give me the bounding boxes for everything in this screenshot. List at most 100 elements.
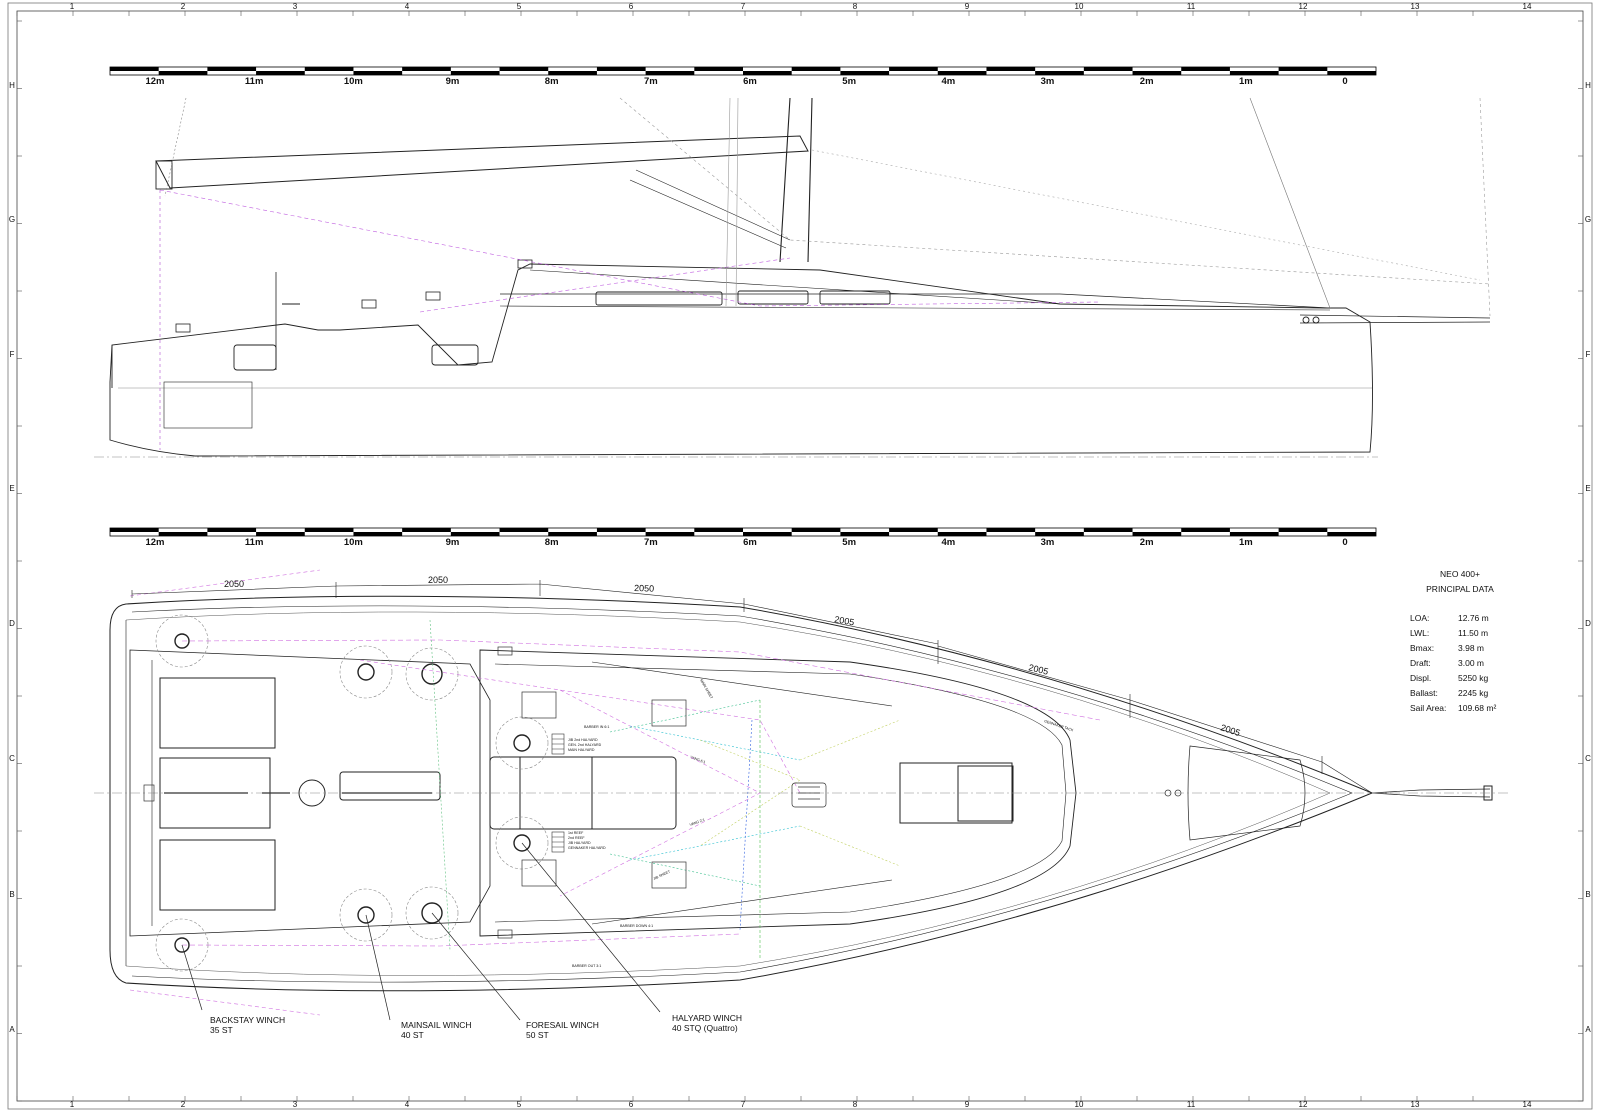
mast bbox=[779, 97, 813, 263]
mainsail-winch-lower bbox=[339, 888, 393, 942]
scale-bar-segment bbox=[986, 528, 1036, 532]
frame-column-label: 7 bbox=[741, 2, 746, 11]
frame-row-label: F bbox=[1586, 350, 1591, 359]
principal-data-table: NEO 400+ PRINCIPAL DATA LOA:12.76 mLWL:1… bbox=[1410, 569, 1496, 713]
scale-label: 8m bbox=[545, 537, 559, 548]
frame-row-label: E bbox=[1585, 484, 1590, 493]
scale-label: 8m bbox=[545, 76, 559, 87]
scale-bar-segment bbox=[743, 532, 792, 536]
dimension-value: 2050 bbox=[634, 583, 654, 594]
scale-bar-segment bbox=[596, 528, 646, 532]
frame-column-label: 5 bbox=[517, 1100, 522, 1109]
scale-label: 7m bbox=[644, 537, 658, 548]
scale-label: 5m bbox=[842, 537, 856, 548]
scale-bar-segment bbox=[499, 67, 549, 71]
scale-bar-segment bbox=[110, 528, 159, 532]
deck-label: GENNAKER TACK bbox=[1044, 719, 1075, 732]
callout-mainsail-winch: MAINSAIL WINCH bbox=[401, 1020, 472, 1030]
scale-bar-segment bbox=[645, 71, 695, 75]
scale-bar-segment bbox=[937, 71, 987, 75]
scale-label: 1m bbox=[1239, 76, 1253, 87]
scale-bar-segment bbox=[402, 528, 451, 532]
scale-bar-segment bbox=[1132, 532, 1182, 536]
frame-column-label: 13 bbox=[1411, 1100, 1420, 1109]
cabin-window bbox=[819, 290, 891, 305]
scale-bar-segment bbox=[1083, 67, 1133, 71]
principal-data-title: NEO 400+ bbox=[1440, 569, 1480, 579]
deck-label: JIB SHEET bbox=[653, 869, 672, 881]
principal-data-value: 109.68 m² bbox=[1458, 703, 1496, 713]
scale-label: 5m bbox=[842, 76, 856, 87]
scale-bar-segment bbox=[1035, 71, 1084, 75]
callout-backstay-winch: BACKSTAY WINCH bbox=[210, 1015, 285, 1025]
frame-row-label: H bbox=[9, 81, 15, 90]
cabin-window bbox=[737, 290, 809, 305]
scale-bar-segment bbox=[645, 532, 695, 536]
frame-column-label: 14 bbox=[1523, 1100, 1532, 1109]
frame-column-label: 9 bbox=[965, 1100, 970, 1109]
scale-bar-segment bbox=[791, 67, 841, 71]
frame-row-label: D bbox=[1585, 619, 1591, 628]
scale-bar-segment bbox=[986, 67, 1036, 71]
frame-column-label: 3 bbox=[293, 1100, 298, 1109]
scale-bar-segment bbox=[1278, 528, 1328, 532]
principal-data-value: 11.50 m bbox=[1458, 628, 1488, 638]
frame-column-label: 3 bbox=[293, 2, 298, 11]
frame-row-label: G bbox=[1585, 215, 1591, 224]
scale-label: 11m bbox=[245, 76, 264, 87]
clutch-label: JIB 2nd HALYARD bbox=[568, 738, 598, 742]
frame-column-label: 7 bbox=[741, 1100, 746, 1109]
frame-column-label: 10 bbox=[1075, 2, 1084, 11]
scale-bar-segment bbox=[1229, 532, 1279, 536]
scale-label: 12m bbox=[145, 537, 164, 548]
scale-bar-segment bbox=[450, 532, 500, 536]
deck-label: BARBER OUT 3:1 bbox=[572, 964, 601, 968]
scale-bar-segment bbox=[937, 532, 987, 536]
dimension-value: 2050 bbox=[428, 575, 448, 585]
scale-bar-segment bbox=[791, 528, 841, 532]
frame-column-label: 6 bbox=[629, 1100, 634, 1109]
foresail-winch-lower bbox=[405, 886, 459, 940]
scale-bar-segment bbox=[158, 71, 208, 75]
profile-rigging bbox=[94, 97, 1491, 458]
callout-halyard-winch: HALYARD WINCH bbox=[672, 1013, 742, 1023]
deck-label: BARBER DOWN 4:1 bbox=[620, 924, 653, 928]
scale-bar-segment bbox=[889, 528, 938, 532]
frame-row-label: G bbox=[9, 215, 15, 224]
clutch-label: BARBER IN 6:1 bbox=[584, 725, 609, 729]
frame-column-label: 5 bbox=[517, 2, 522, 11]
scale-label: 0 bbox=[1342, 76, 1347, 87]
clutch-labels: BARBER IN 6:1 JIB 2nd HALYARD GEN. 2nd H… bbox=[568, 679, 1074, 969]
cockpit-window bbox=[233, 344, 277, 371]
frame-column-label: 13 bbox=[1411, 2, 1420, 11]
principal-data-value: 3.00 m bbox=[1458, 658, 1484, 668]
frame-row-label: H bbox=[1585, 81, 1591, 90]
halyard-winch-upper bbox=[495, 716, 549, 770]
scale-bar-segment bbox=[1181, 528, 1230, 532]
principal-data-label: LWL: bbox=[1410, 628, 1429, 638]
callout-leaders bbox=[181, 842, 661, 1021]
scale-bar-segment bbox=[548, 71, 597, 75]
scale-label: 10m bbox=[344, 537, 363, 548]
frame-row-label: B bbox=[1585, 890, 1590, 899]
callout-backstay-winch-model: 35 ST bbox=[210, 1025, 233, 1035]
frame-column-label: 6 bbox=[629, 2, 634, 11]
scale-label: 9m bbox=[446, 76, 460, 87]
deck-hardware bbox=[143, 646, 1182, 939]
scale-bar-segment bbox=[207, 528, 257, 532]
frame-column-label: 1 bbox=[70, 1100, 75, 1109]
frame-row-label: C bbox=[9, 754, 15, 763]
principal-data-label: Sail Area: bbox=[1410, 703, 1446, 713]
scale-label: 3m bbox=[1041, 537, 1055, 548]
callout-mainsail-winch-model: 40 ST bbox=[401, 1030, 424, 1040]
scale-bar-segment bbox=[158, 532, 208, 536]
scale-bar-segment bbox=[840, 532, 890, 536]
clutch-label: JIB HALYARD bbox=[568, 841, 591, 845]
frame-row-label: A bbox=[9, 1025, 15, 1034]
principal-data-value: 3.98 m bbox=[1458, 643, 1484, 653]
principal-data-value: 12.76 m bbox=[1458, 613, 1489, 623]
frame-row-label: E bbox=[9, 484, 14, 493]
frame-column-label: 11 bbox=[1187, 2, 1196, 11]
